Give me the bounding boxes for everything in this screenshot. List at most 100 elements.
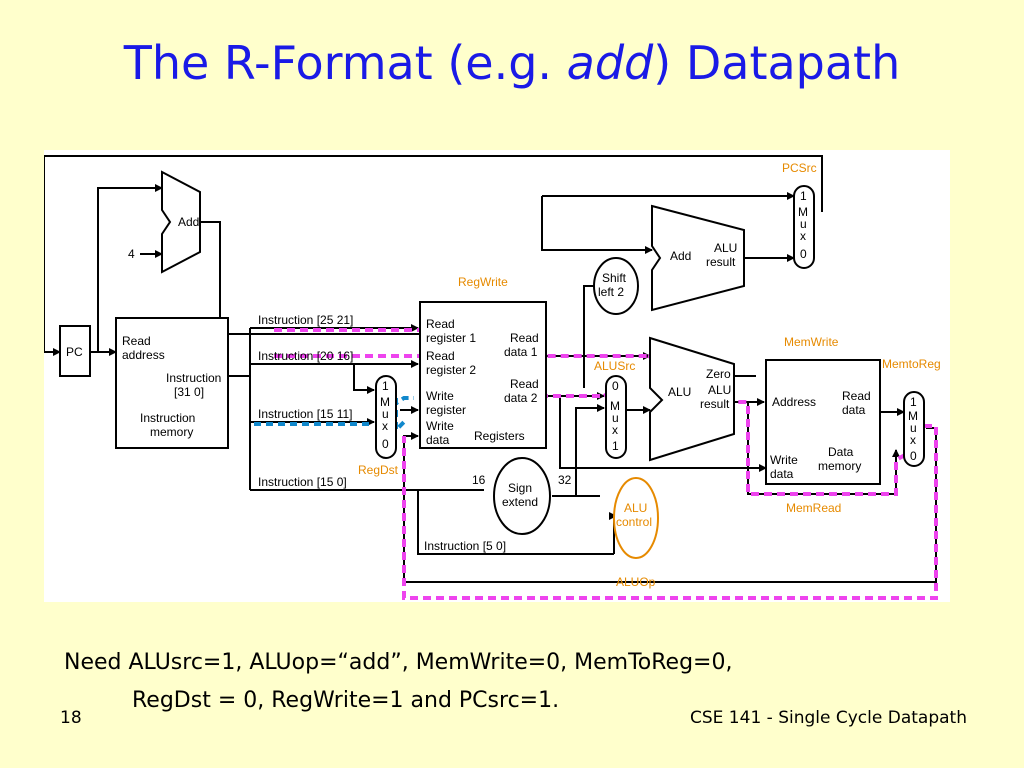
alusrc-mux-0: 0 [612,379,619,393]
imem-name2: memory [150,425,193,439]
branch-adder-alu: ALU [714,241,737,255]
alusrc-mux-m: M [610,399,620,413]
reg-rd2b: data 2 [504,391,538,405]
memtoreg-mux-m: M [908,409,918,423]
dmem-write: Write [770,453,798,467]
alusrc-mux [605,375,627,459]
regdst-mux-1: 1 [382,379,389,393]
pc-adder-label: Add [178,215,199,229]
alu-control-label1: ALU [624,501,647,515]
pcsrc-mux-m: M [798,205,808,219]
regwrite-signal: RegWrite [458,275,508,289]
pcsrc-mux-u: u [800,217,807,231]
branch-adder-label: Add [670,249,691,263]
pcsrc-mux-x: x [800,229,806,243]
pc-label: PC [66,345,83,359]
title-suffix: ) Datapath [653,36,901,90]
aluop-signal: ALUOp [616,575,656,589]
memread-signal: MemRead [786,501,841,515]
page-number: 18 [60,708,82,728]
reg-rr2b: register 2 [426,363,476,377]
reg-rd1b: data 1 [504,345,538,359]
memtoreg-mux-1: 1 [910,395,917,409]
footer-text: CSE 141 - Single Cycle Datapath [690,708,967,728]
regdst-mux-u: u [382,407,389,421]
caption: Need ALUsrc=1, ALUop=“add”, MemWrite=0, … [64,644,732,720]
shift-label1: Shift [602,271,627,285]
alu-zero: Zero [706,367,731,381]
sign-extend-32: 32 [558,473,572,487]
instr-field-15-0: Instruction [15 0] [258,475,347,489]
dmem-wdata: data [770,467,794,481]
reg-name: Registers [474,429,525,443]
pcsrc-mux [793,185,815,269]
four-constant: 4 [128,247,135,261]
imem-bits: [31 0] [174,385,204,399]
slide-title: The R-Format (e.g. add) Datapath [0,36,1024,90]
alu [649,336,735,462]
memtoreg-mux-0: 0 [910,449,917,463]
pc-register [59,325,91,377]
reg-rr2a: Read [426,349,455,363]
title-italic: add [566,36,654,90]
pcsrc-mux-0: 0 [800,247,807,261]
regdst-mux-m: M [380,395,390,409]
title-prefix: The R-Format (e.g. [123,36,567,90]
alu-control-label2: control [616,515,652,529]
sign-extend-label1: Sign [508,481,532,495]
branch-adder-result: result [706,255,736,269]
reg-wrb: register [426,403,466,417]
instr-field-25-21: Instruction [25 21] [258,313,353,327]
shift-label2: left 2 [598,285,624,299]
alusrc-mux-1: 1 [612,439,619,453]
reg-wdb: data [426,433,450,447]
instr-field-15-11: Instruction [15 11] [258,407,353,421]
reg-rd1a: Read [510,331,539,345]
memtoreg-mux [903,391,925,467]
data-memory [765,359,881,485]
imem-instruction: Instruction [166,371,221,385]
imem-read: Read [122,334,151,348]
datapath-diagram: PC Read address Instruction [31 0] Instr… [44,150,950,602]
memtoreg-mux-x: x [910,433,916,447]
alusrc-mux-x: x [612,423,618,437]
alusrc-signal: ALUSrc [594,359,635,373]
sign-extend [493,457,551,535]
regdst-signal: RegDst [358,463,399,477]
alusrc-mux-u: u [612,411,619,425]
memwrite-signal: MemWrite [784,335,839,349]
instr-field-5-0: Instruction [5 0] [424,539,506,553]
sign-extend-16: 16 [472,473,486,487]
reg-rr1a: Read [426,317,455,331]
dmem-address: Address [772,395,816,409]
regdst-mux [375,375,397,459]
memtoreg-signal: MemtoReg [882,357,941,371]
pc-adder [161,170,201,274]
regdst-mux-x: x [382,419,388,433]
imem-name1: Instruction [140,411,195,425]
caption-line1: Need ALUsrc=1, ALUop=“add”, MemWrite=0, … [64,650,733,675]
sign-extend-label2: extend [502,495,538,509]
instruction-memory [115,317,229,449]
alu-label: ALU [668,385,691,399]
reg-rd2a: Read [510,377,539,391]
caption-line2: RegDst = 0, RegWrite=1 and PCsrc=1. [132,688,560,713]
alu-result2: result [700,397,730,411]
dmem-name1: Data [828,445,854,459]
instr-field-20-16: Instruction [20 16] [258,349,353,363]
alu-result1: ALU [708,383,731,397]
shift-left-2 [593,257,639,315]
dmem-data: data [842,403,866,417]
branch-adder [651,204,745,312]
register-file [419,301,547,449]
memtoreg-mux-u: u [910,421,917,435]
pcsrc-signal: PCSrc [782,161,817,175]
reg-wda: Write [426,419,454,433]
imem-address: address [122,348,165,362]
dmem-read: Read [842,389,871,403]
regdst-mux-0: 0 [382,437,389,451]
reg-rr1b: register 1 [426,331,476,345]
reg-wra: Write [426,389,454,403]
alu-control [613,477,659,559]
pcsrc-mux-1: 1 [800,189,807,203]
